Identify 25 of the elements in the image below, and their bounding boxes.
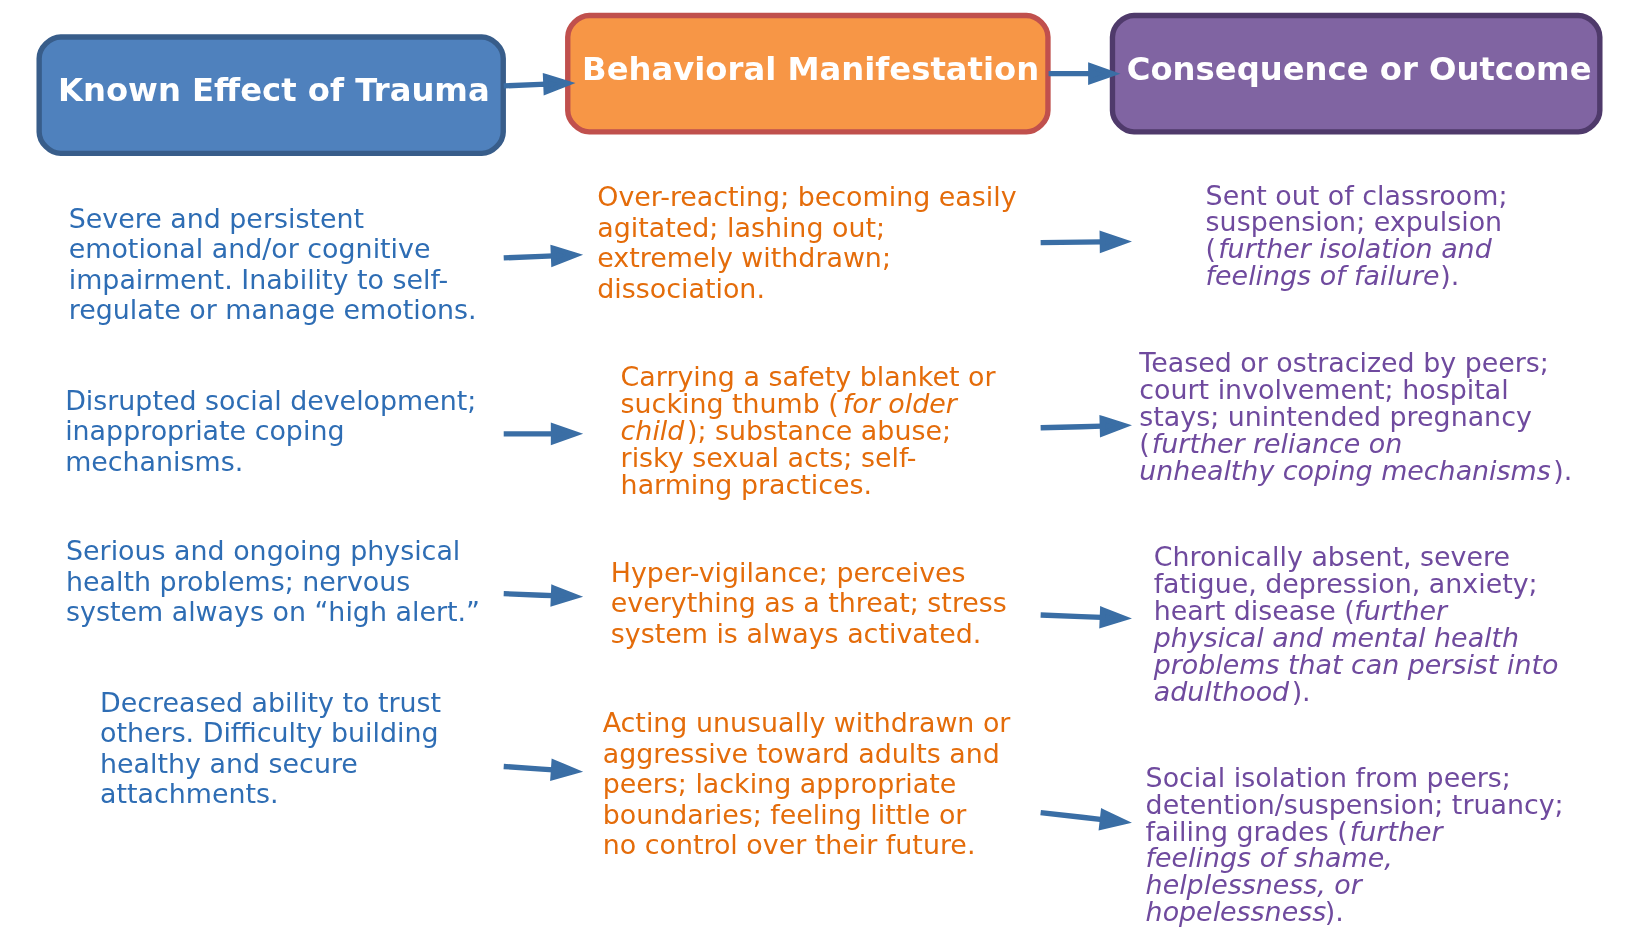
node-text: Severe and persistent emotional and/or cognitive impairment. Inability to self-regulate or manage emotions. [68,202,477,326]
node-box: Known Effect of Trauma [36,34,506,157]
arrow [503,758,583,781]
arrow [503,244,583,268]
node-box: Behavioral Manifestation [564,12,1051,135]
arrow [1048,62,1120,85]
node-text: Serious and ongoing physical health problems; nervous system always on “high alert.” [65,535,480,628]
node-text: Teased or ostracized by peers; court involvement; hospital stays; unintended pregnancy (further reliance on unhealthy coping mechanisms). [1138,347,1572,486]
node-text: Hyper-vigilance; perceives everything as a threat; stress system is always activated. [610,556,1007,649]
node-text: Social isolation from peers; detention/suspension; truancy; failing grades (further feelings of shame, helplessness, or hopelessness). [1145,761,1564,928]
arrow [1040,414,1132,438]
arrow [503,584,583,607]
arrow [503,73,576,96]
node-text: Acting unusually withdrawn or aggressive toward adults and peers; lacking appropriate boundaries; feeling little or no control over their future. [602,707,1010,861]
node-box: Consequence or Outcome [1109,12,1602,135]
node-text: Chronically absent, severe fatigue, depression, anxiety; heart disease (further physical and mental health problems that can persist into adulthood). [1153,541,1558,707]
arrow [503,422,583,446]
node-text: Disrupted social development; inappropriate coping mechanisms. [64,384,476,477]
arrow [1040,606,1132,629]
node-text: Over-reacting; becoming easily agitated; lashing out; extremely withdrawn; dissociation. [596,181,1017,304]
arrow [1039,808,1132,831]
node-text: Sent out of classroom; suspension; expulsion (further isolation and feelings of failure). [1205,179,1507,292]
node-text: Decreased ability to trust others. Difficulty building healthy and secure attachments. [99,686,441,809]
node-text: Carrying a safety blanket or sucking thumb (for older child); substance abuse; risky sexual acts; self-harming practices. [620,361,995,500]
arrow [1040,230,1132,254]
